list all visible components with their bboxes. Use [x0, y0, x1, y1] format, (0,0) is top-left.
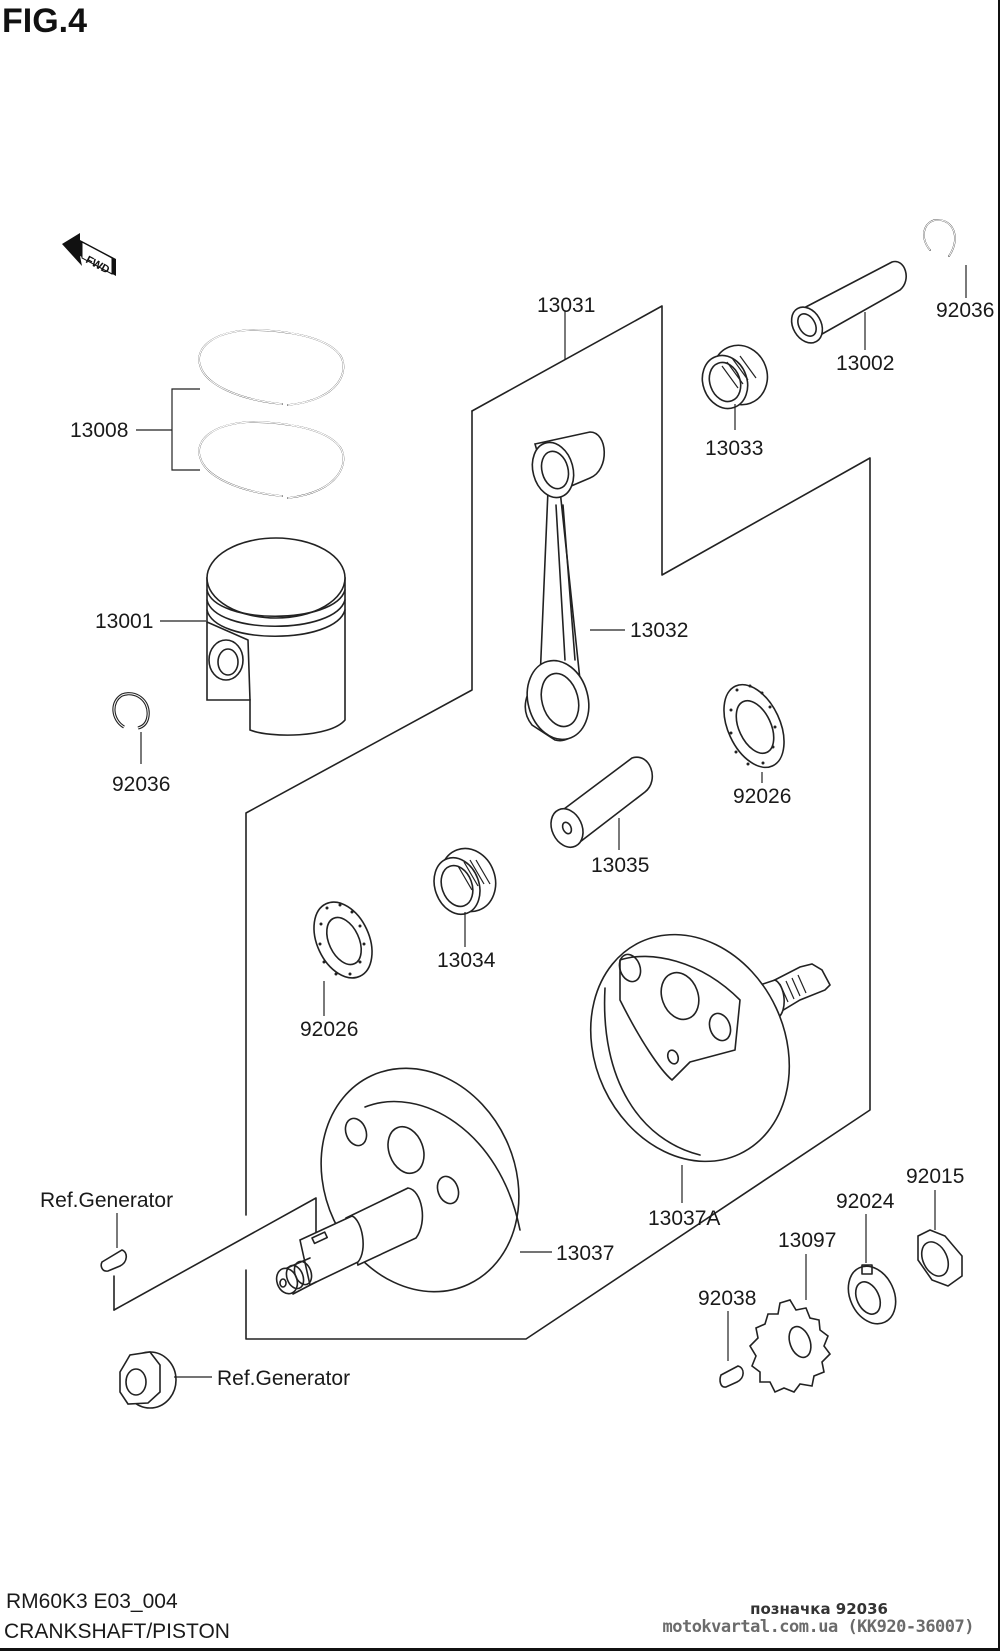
- section-name: CRANKSHAFT/PISTON: [4, 1620, 230, 1643]
- label-92026-right: 92026: [733, 785, 791, 808]
- label-92024: 92024: [836, 1190, 895, 1213]
- label-92036-top: 92036: [936, 299, 994, 322]
- part-number-labels: 92036 13002 13031 13033 13008 13001 1303…: [40, 294, 994, 1390]
- lock-washer: [847, 1214, 897, 1325]
- big-end-needle-bearing: [433, 847, 497, 947]
- label-13008: 13008: [70, 419, 128, 442]
- label-13097: 13097: [778, 1229, 836, 1252]
- generator-woodruff-key: [100, 1213, 128, 1272]
- label-13037: 13037: [556, 1242, 614, 1265]
- generator-flange-nut: [119, 1351, 212, 1409]
- label-13002: 13002: [836, 352, 894, 375]
- crank-pin: [550, 756, 654, 850]
- forward-direction-arrow-icon: FWD: [62, 233, 116, 276]
- thrust-washer-left: [313, 901, 373, 1016]
- label-13034: 13034: [437, 949, 496, 972]
- label-ref-generator-key: Ref.Generator: [40, 1189, 173, 1212]
- frame-border-right: [998, 0, 1000, 1651]
- label-92036-left: 92036: [112, 773, 170, 796]
- frame-border-bottom: [0, 1648, 1000, 1651]
- label-13033: 13033: [705, 437, 763, 460]
- thrust-washer-right: [723, 683, 785, 783]
- label-13031: 13031: [537, 294, 595, 317]
- piston-pin-circlip-top: [923, 219, 967, 298]
- crankshaft-half-right: [589, 933, 831, 1203]
- small-end-needle-bearing: [701, 344, 769, 430]
- primary-drive-gear: [748, 1254, 832, 1394]
- label-92038: 92038: [698, 1287, 756, 1310]
- watermark-site: motokvartal.com.ua (KK920-36007): [662, 1617, 974, 1637]
- piston-pin-circlip-left: [112, 692, 150, 764]
- figure-title: FIG.4: [2, 2, 88, 40]
- model-code: RM60K3 E03_004: [6, 1590, 178, 1613]
- label-92026-left: 92026: [300, 1018, 358, 1041]
- label-13001: 13001: [95, 610, 153, 633]
- label-13035: 13035: [591, 854, 649, 877]
- piston: [160, 537, 346, 736]
- connecting-rod: [524, 431, 625, 742]
- label-13032: 13032: [630, 619, 688, 642]
- watermark-part-ref: позначка 92036: [750, 1600, 888, 1618]
- label-ref-generator-nut: Ref.Generator: [217, 1367, 350, 1390]
- piston-rings: [136, 329, 345, 499]
- group-bracket-lines: [113, 305, 871, 1340]
- crankshaft-nut: [917, 1190, 963, 1287]
- label-13037A: 13037A: [648, 1207, 720, 1230]
- label-92015: 92015: [906, 1165, 964, 1188]
- crankshaft-half-left: [275, 1067, 552, 1295]
- piston-pin: [790, 260, 907, 350]
- crank-gear-key: [719, 1311, 744, 1388]
